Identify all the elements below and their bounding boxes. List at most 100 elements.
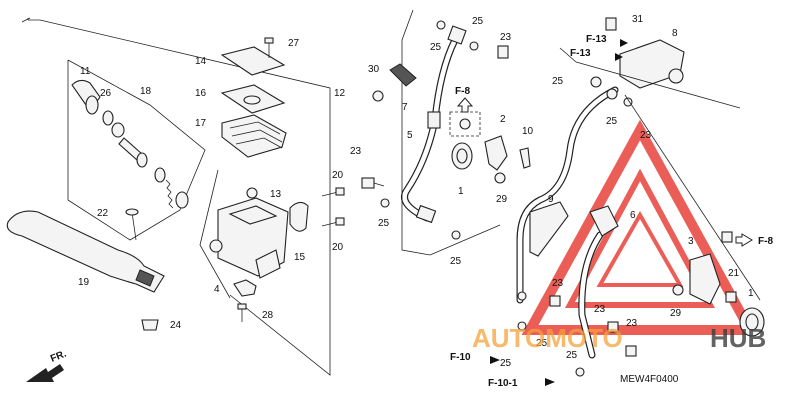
part-washer-25c <box>469 41 479 51</box>
part-cover-14 <box>220 46 286 76</box>
part-clip-10 <box>519 147 531 169</box>
callout-31: 31 <box>632 14 644 25</box>
part-washers-right <box>517 76 633 377</box>
hose-right-lower <box>578 231 604 359</box>
hose-right-upper <box>516 86 619 304</box>
callout-12: 12 <box>334 88 346 99</box>
part-3way-joint-6 <box>589 205 619 237</box>
callout-20a: 20 <box>332 170 344 181</box>
part-grommet-1a <box>451 142 473 170</box>
callout-13: 13 <box>270 189 282 200</box>
callout-24: 24 <box>170 320 182 331</box>
part-switch-4 <box>233 279 257 297</box>
callout-3: 3 <box>688 236 694 247</box>
callout-23a: 23 <box>350 146 362 157</box>
part-clip-26 <box>102 110 114 126</box>
callout-labels: 11 26 18 14 27 16 17 12 22 19 13 15 20 2… <box>78 14 754 369</box>
fr-arrow <box>26 364 64 382</box>
callout-28: 28 <box>262 310 274 321</box>
part-boot-11 <box>71 79 101 115</box>
ref-f8-top: F-8 <box>455 86 470 97</box>
callout-5: 5 <box>407 130 413 141</box>
part-bolt-23b <box>497 45 509 59</box>
part-bolt-f8 <box>449 111 481 137</box>
callout-29b: 29 <box>670 308 682 319</box>
callout-25e: 25 <box>552 76 564 87</box>
part-pivot-bolt-22 <box>125 208 139 241</box>
callout-23e: 23 <box>594 304 606 315</box>
arrow-f8-right <box>735 233 753 247</box>
part-washer-25b <box>436 20 446 30</box>
master-cylinder-outline <box>21 17 331 376</box>
part-bolt-20a <box>321 187 345 197</box>
part-screw-28 <box>237 303 247 322</box>
callout-16: 16 <box>195 88 207 99</box>
callout-25i: 25 <box>566 350 578 361</box>
callout-27: 27 <box>288 38 300 49</box>
callout-23b: 23 <box>500 32 512 43</box>
callout-30: 30 <box>368 64 380 75</box>
callout-25g: 25 <box>536 338 548 349</box>
ref-f10: F-10 <box>450 352 471 363</box>
callout-18: 18 <box>140 86 152 97</box>
part-bolt-30 <box>372 90 384 102</box>
part-washer-25a <box>380 198 390 208</box>
hose-5 <box>401 25 467 224</box>
watermark-part1: AUTOMOTO <box>472 323 623 353</box>
callout-4: 4 <box>214 284 220 295</box>
part-bolt-20b <box>321 217 345 227</box>
callout-25d: 25 <box>472 16 484 27</box>
watermark-logo <box>521 119 759 335</box>
callout-25f: 25 <box>606 116 618 127</box>
callout-2: 2 <box>500 114 506 125</box>
diagram-code: MEW4F0400 <box>620 374 679 385</box>
callout-10: 10 <box>522 126 534 137</box>
part-bracket-3 <box>689 253 721 305</box>
arrow-f8-top <box>456 97 474 113</box>
callout-7: 7 <box>402 102 408 113</box>
callout-25c: 25 <box>450 256 462 267</box>
ref-f8-right: F-8 <box>758 236 773 247</box>
ref-f13-b: F-13 <box>570 48 591 59</box>
part-bolt-23a <box>361 177 385 189</box>
callout-19: 19 <box>78 277 90 288</box>
part-plate-16 <box>220 84 286 114</box>
reference-labels: F-8 F-13 F-13 F-8 F-10 F-10-1 <box>450 34 773 389</box>
part-bolts-right <box>549 231 737 357</box>
part-grommet-1b <box>739 307 765 337</box>
callout-6: 6 <box>630 210 636 221</box>
part-bolt-29b <box>672 284 684 296</box>
part-washer-25d <box>451 230 461 240</box>
callout-26: 26 <box>100 88 112 99</box>
part-screw-27 <box>264 37 274 58</box>
callout-25a: 25 <box>378 218 390 229</box>
callout-22: 22 <box>97 208 109 219</box>
part-piston-set <box>111 122 189 209</box>
watermark-part2: HUB <box>710 323 766 353</box>
callout-23d: 23 <box>552 278 564 289</box>
callout-1b: 1 <box>748 288 754 299</box>
callout-23f: 23 <box>626 318 638 329</box>
part-stay-2 <box>484 135 508 171</box>
part-cap-24 <box>141 319 159 331</box>
part-screw-13 <box>246 187 258 199</box>
joint-8 <box>605 17 685 89</box>
watermark-text: AUTOMOTO HUB <box>472 323 766 353</box>
callout-15: 15 <box>294 252 306 263</box>
part-switch-15 <box>289 201 309 232</box>
callout-9: 9 <box>548 194 554 205</box>
arrow-f13 <box>615 39 628 61</box>
callout-1a: 1 <box>458 186 464 197</box>
ref-f13-a: F-13 <box>586 34 607 45</box>
part-master-cylinder-body <box>209 197 289 279</box>
callout-23c: 23 <box>640 130 652 141</box>
part-guide-7 <box>389 63 417 87</box>
arrow-f10 <box>490 356 555 386</box>
direction-label: FR. <box>49 348 68 364</box>
callout-25b: 25 <box>430 42 442 53</box>
callout-17: 17 <box>195 118 207 129</box>
callout-14: 14 <box>195 56 207 67</box>
callout-21: 21 <box>728 268 740 279</box>
